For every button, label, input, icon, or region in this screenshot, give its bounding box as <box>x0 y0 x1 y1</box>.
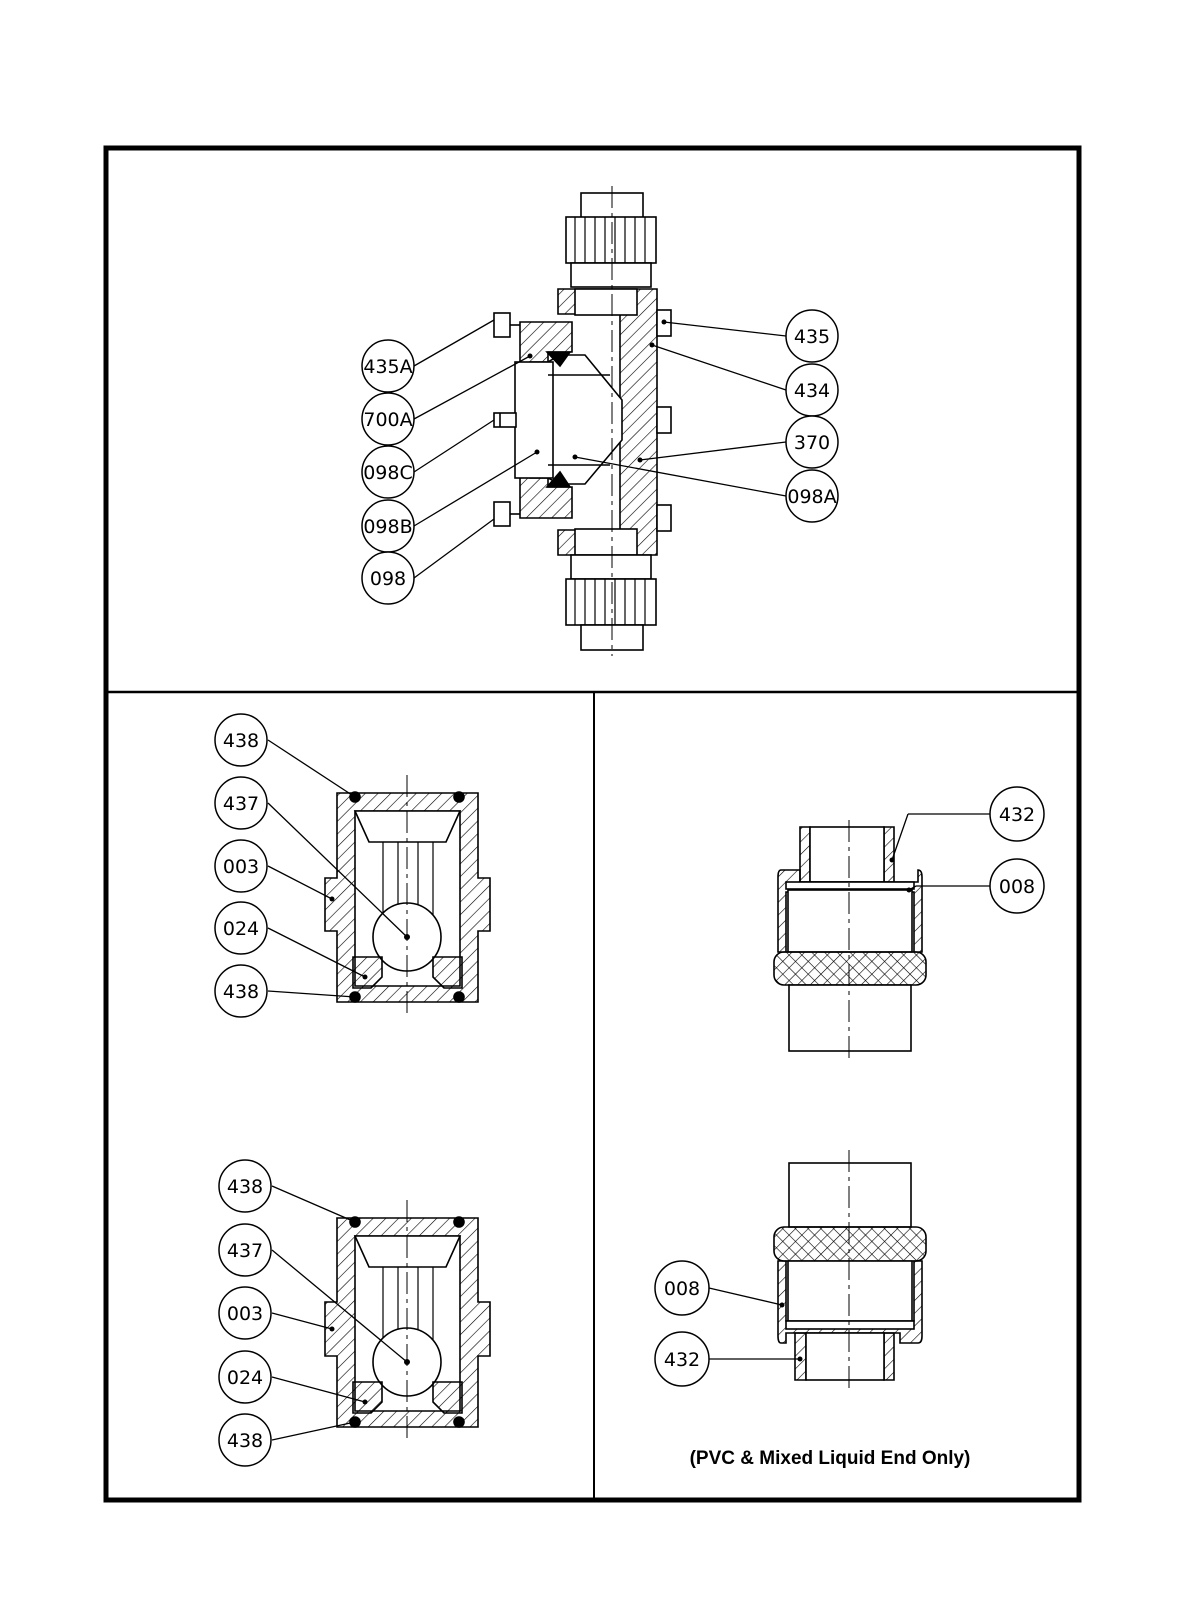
callout-label: 008 <box>664 1278 700 1300</box>
callout-label: 437 <box>227 1240 263 1262</box>
union-fitting-upper <box>774 820 926 1062</box>
callout-label: 438 <box>227 1430 263 1452</box>
callout-balloon: 008 <box>655 1261 709 1315</box>
callout-label: 438 <box>227 1176 263 1198</box>
callout-label: 700A <box>363 409 412 431</box>
callout-balloon: 435 <box>786 310 838 362</box>
callout-balloon: 438 <box>215 714 267 766</box>
callout-label: 098B <box>363 516 412 538</box>
callout-balloon: 437 <box>219 1224 271 1276</box>
callout-label: 432 <box>664 1349 700 1371</box>
callout-label: 435A <box>363 356 412 378</box>
callout-balloon: 098 <box>362 552 414 604</box>
callout-label: 098C <box>363 462 413 484</box>
callout-balloon: 098C <box>362 446 414 498</box>
callout-balloon: 700A <box>362 393 414 445</box>
callout-label: 438 <box>223 730 259 752</box>
callout-label: 098A <box>787 486 836 508</box>
callout-label: 434 <box>794 380 830 402</box>
check-valve-upper-callouts: 438 437 003 024 438 <box>215 714 267 1017</box>
union-lower-callouts: 008 432 <box>655 1261 709 1386</box>
union-upper-leaders <box>892 814 990 890</box>
callout-label: 432 <box>999 804 1035 826</box>
callout-label: 370 <box>794 432 830 454</box>
callout-balloon: 432 <box>655 1332 709 1386</box>
callout-balloon: 024 <box>215 902 267 954</box>
callout-balloon: 003 <box>219 1287 271 1339</box>
callout-label: 098 <box>370 568 406 590</box>
callout-balloon: 437 <box>215 777 267 829</box>
callout-label: 437 <box>223 793 259 815</box>
callout-balloon: 098B <box>362 500 414 552</box>
check-valve-lower-callouts: 438 437 003 024 438 <box>219 1160 271 1466</box>
valve-assembly-section <box>494 186 671 656</box>
callout-balloon: 370 <box>786 416 838 468</box>
callout-balloon: 438 <box>215 965 267 1017</box>
union-upper-callouts: 432 008 <box>990 787 1044 913</box>
callout-balloon: 434 <box>786 364 838 416</box>
check-valve-section-lower <box>325 1200 490 1442</box>
union-fitting-lower <box>774 1150 926 1392</box>
check-valve-section-upper <box>325 775 490 1017</box>
callout-balloon: 024 <box>219 1351 271 1403</box>
callout-label: 008 <box>999 876 1035 898</box>
callout-balloon: 008 <box>990 859 1044 913</box>
callout-balloon: 098A <box>786 470 838 522</box>
callout-balloon: 438 <box>219 1160 271 1212</box>
callout-label: 003 <box>223 856 259 878</box>
callout-label: 438 <box>223 981 259 1003</box>
callout-balloon: 432 <box>990 787 1044 841</box>
callout-balloon: 435A <box>362 340 414 392</box>
callout-balloon: 438 <box>219 1414 271 1466</box>
callout-balloon: 003 <box>215 840 267 892</box>
pvc-note: (PVC & Mixed Liquid End Only) <box>640 1448 1020 1470</box>
callout-label: 435 <box>794 326 830 348</box>
callout-label: 024 <box>227 1367 263 1389</box>
callout-label: 003 <box>227 1303 263 1325</box>
callout-label: 024 <box>223 918 259 940</box>
